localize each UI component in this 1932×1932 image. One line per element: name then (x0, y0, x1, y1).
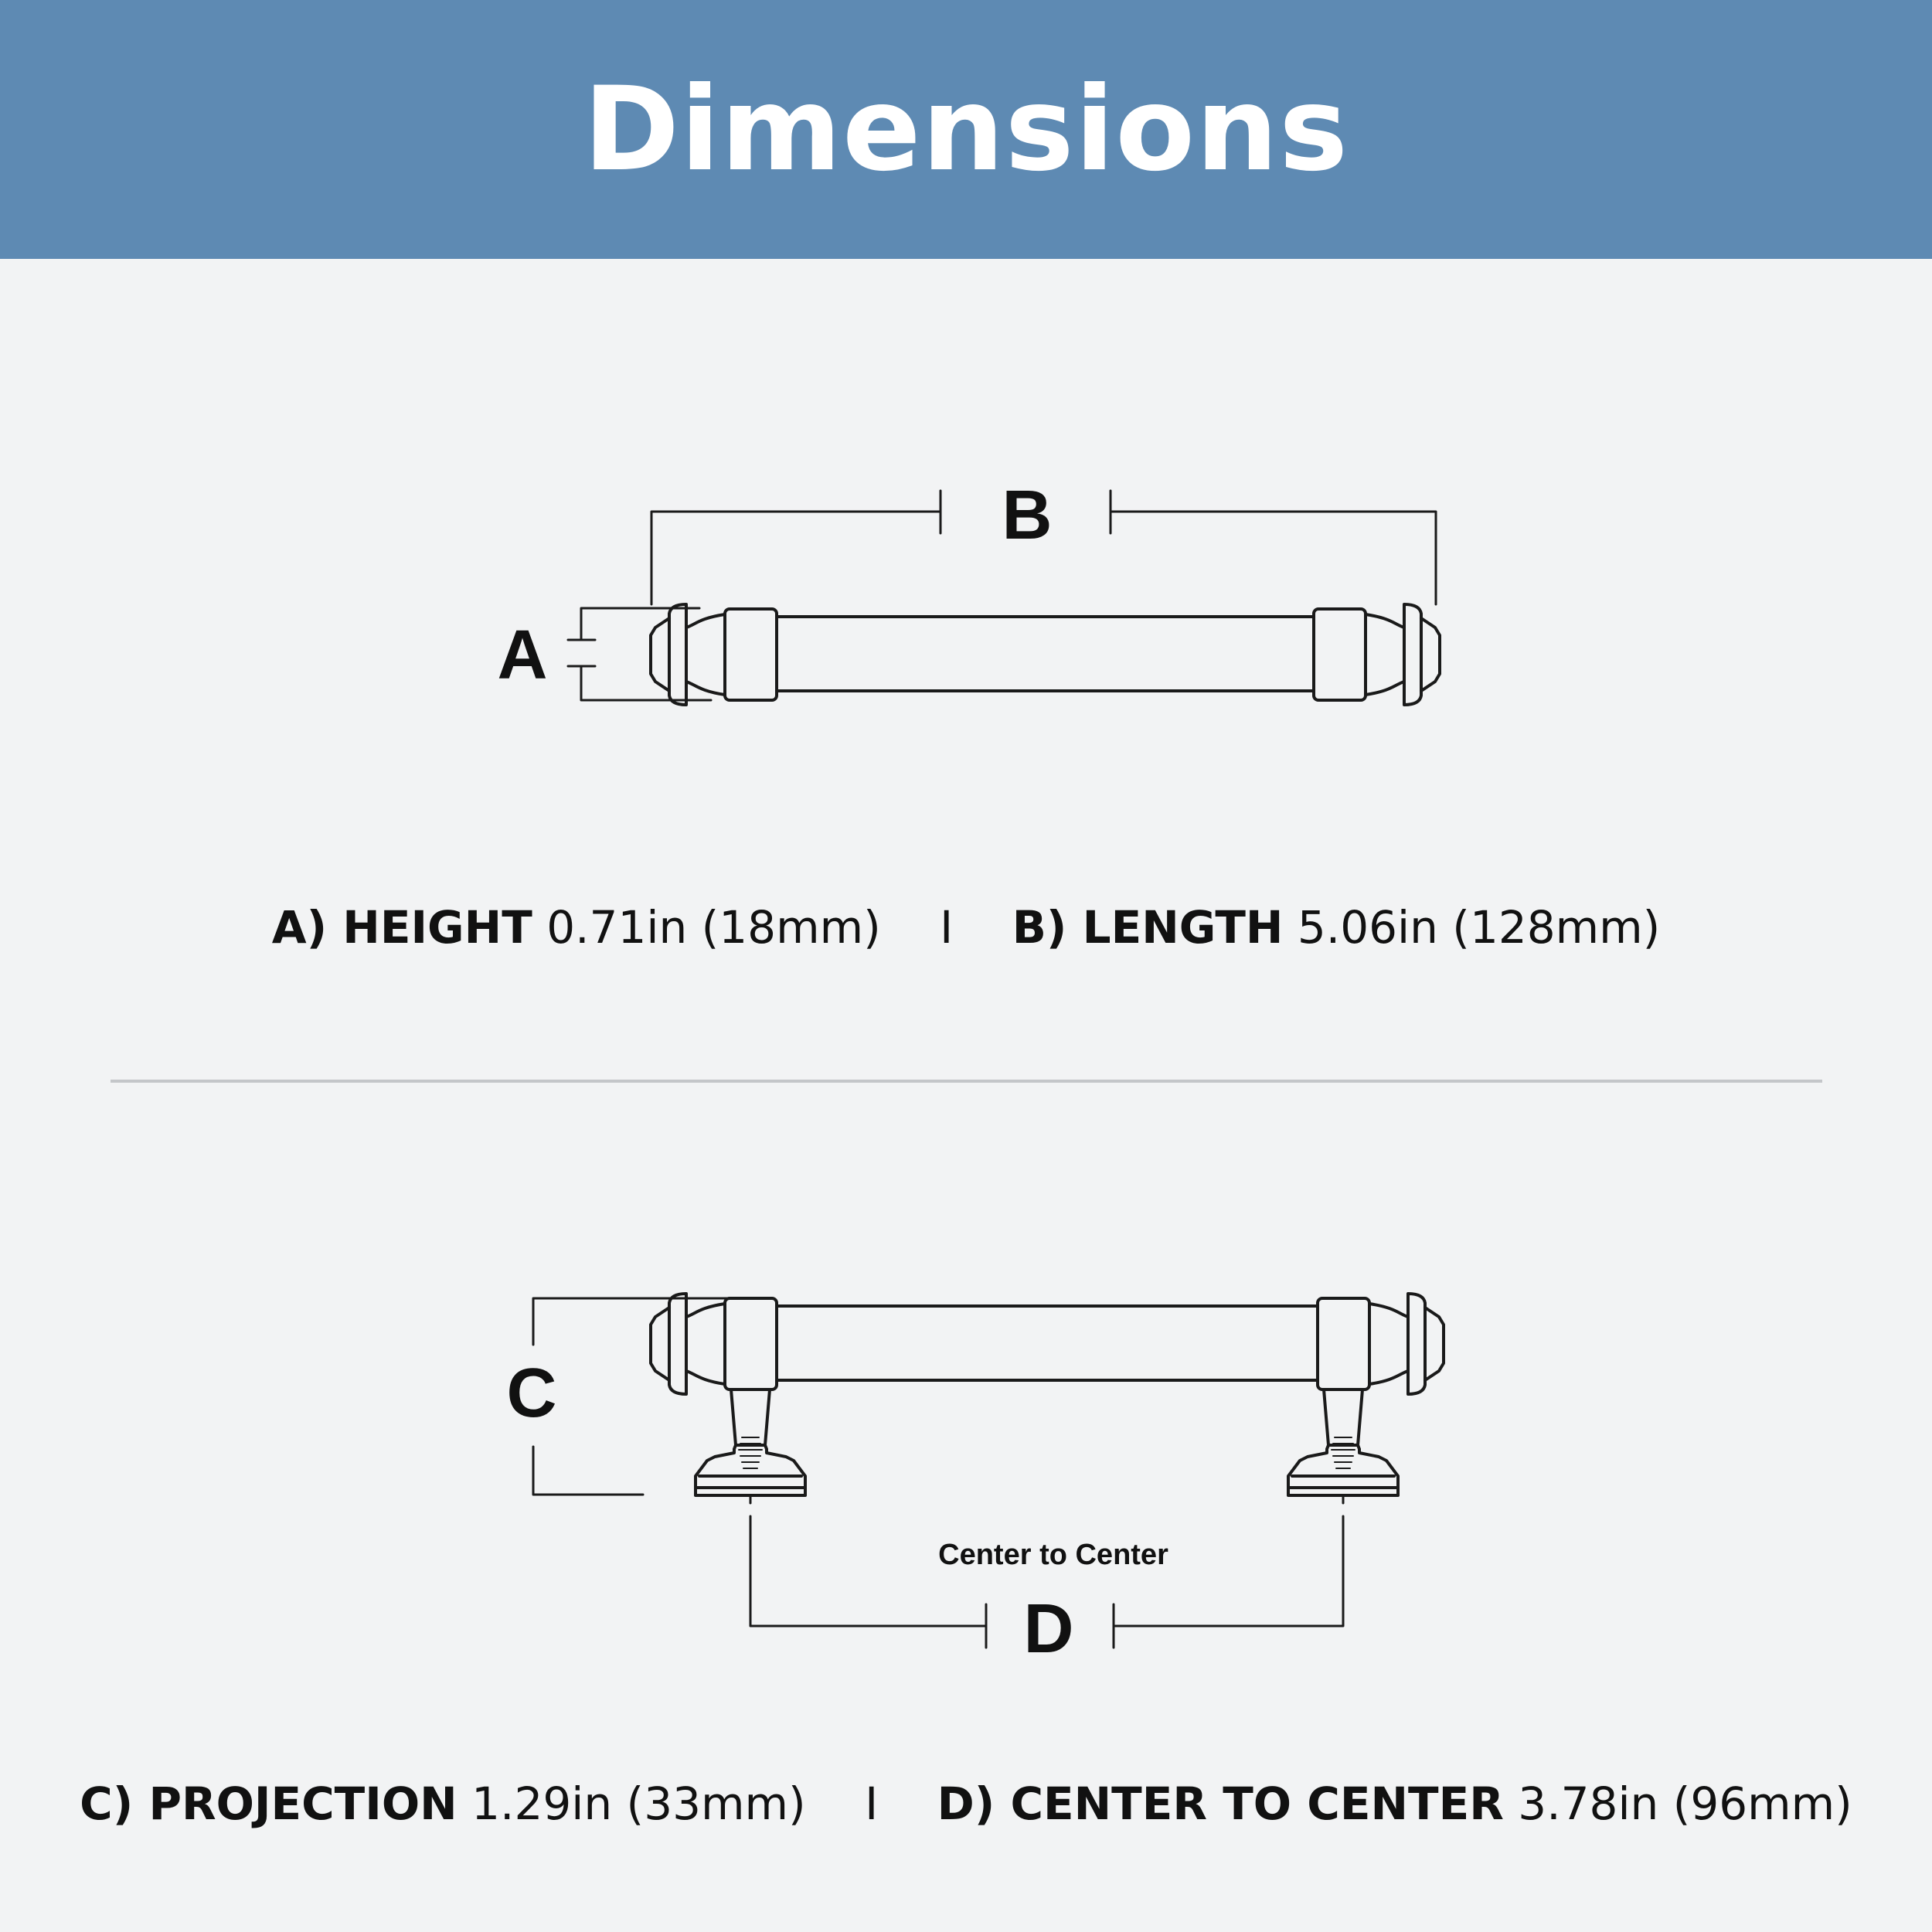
spec-projection-value: 1.29in (33mm) (471, 1777, 806, 1830)
spec-separator: I (940, 901, 954, 954)
dimension-c-lines (532, 1297, 755, 1496)
dimension-b-lines (650, 489, 1437, 606)
dimension-d-lines (749, 1515, 1345, 1649)
handle-side-view (649, 1292, 1445, 1505)
header-banner: Dimensions (0, 0, 1932, 259)
spec-height-key: A) HEIGHT (271, 901, 532, 954)
label-c: C (507, 1355, 557, 1432)
spec-separator: I (865, 1777, 879, 1830)
label-b: B (1002, 477, 1053, 554)
spec-center-key: D) CENTER TO CENTER (937, 1777, 1504, 1830)
spec-row-projection-center: C) PROJECTION 1.29in (33mm) I D) CENTER … (0, 1777, 1932, 1830)
spec-height-value: 0.71in (18mm) (546, 901, 881, 954)
label-a: A (498, 617, 548, 694)
dimension-a-lines (566, 607, 713, 702)
spec-row-height-length: A) HEIGHT 0.71in (18mm) I B) LENGTH 5.06… (0, 901, 1932, 954)
handle-top-view (649, 603, 1441, 706)
page-title: Dimensions (583, 62, 1349, 197)
section-divider (111, 1080, 1822, 1083)
spec-projection-key: C) PROJECTION (80, 1777, 457, 1830)
spec-length-key: B) LENGTH (1012, 901, 1284, 954)
center-to-center-label: Center to Center (938, 1539, 1168, 1571)
label-d: D (1024, 1590, 1074, 1668)
spec-length-value: 5.06in (128mm) (1297, 901, 1661, 954)
spec-center-value: 3.78in (96mm) (1518, 1777, 1852, 1830)
